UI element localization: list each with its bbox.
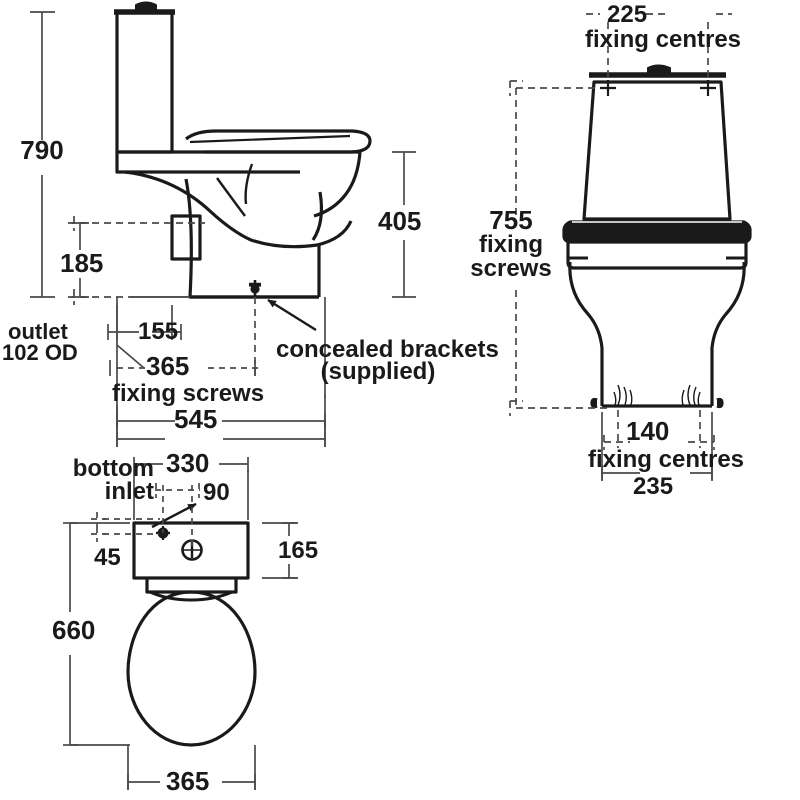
plan-view-outline: [126, 521, 257, 747]
concealed-brackets-note-line1: concealed brackets: [276, 336, 499, 363]
dim-label-330: 330: [166, 448, 210, 478]
dim-label-90: 90: [203, 479, 230, 506]
front-view-fixing-crosses: [600, 80, 716, 96]
dim-label-365: 365: [146, 351, 190, 381]
front-view-foot-hatching: [613, 384, 701, 406]
dim-label-155: 155: [138, 318, 179, 345]
fixing-screws-note: fixing screws: [112, 380, 265, 407]
dim-label-45: 45: [94, 544, 121, 571]
side-view-centrelines: [68, 216, 256, 378]
plan-view-dimension-lines: [63, 420, 326, 790]
dim-label-755: 755: [489, 205, 533, 235]
concealed-bracket-marker: [249, 280, 261, 296]
concealed-brackets-leader: [267, 298, 317, 332]
bottom-inlet-leader: [151, 502, 197, 529]
dim-label-235: 235: [633, 473, 674, 500]
top-fixing-centres-note: fixing centres: [584, 26, 742, 53]
dim-label-405: 405: [378, 206, 422, 236]
bottom-inlet-note-line2: inlet: [104, 478, 154, 505]
concealed-brackets-note-line2: (supplied): [320, 358, 436, 385]
dim-label-545: 545: [174, 404, 218, 434]
dim-label-165: 165: [278, 537, 319, 564]
front-view-dimension-lines: [509, 13, 732, 450]
plan-view-centrelines: [91, 483, 200, 548]
front-view-outline: [562, 64, 752, 409]
dim-label-140: 140: [626, 416, 670, 446]
outlet-note-line2: 102 OD: [2, 340, 78, 365]
front-height-note-line1: fixing: [479, 231, 543, 258]
side-view-outline: [114, 1, 372, 299]
front-height-note-line2: screws: [470, 255, 552, 282]
dim-label-365-plan: 365: [166, 766, 210, 796]
bottom-fixing-centres-note: fixing centres: [587, 446, 745, 473]
dim-label-185: 185: [60, 248, 104, 278]
front-view-solid-dimension-lines: [601, 412, 713, 481]
outlet-note-line1: outlet: [8, 319, 68, 344]
bottom-inlet-note-line1: bottom: [72, 455, 154, 482]
dim-label-790: 790: [20, 135, 64, 165]
dim-label-660: 660: [52, 615, 96, 645]
dim-label-225: 225: [607, 1, 648, 28]
